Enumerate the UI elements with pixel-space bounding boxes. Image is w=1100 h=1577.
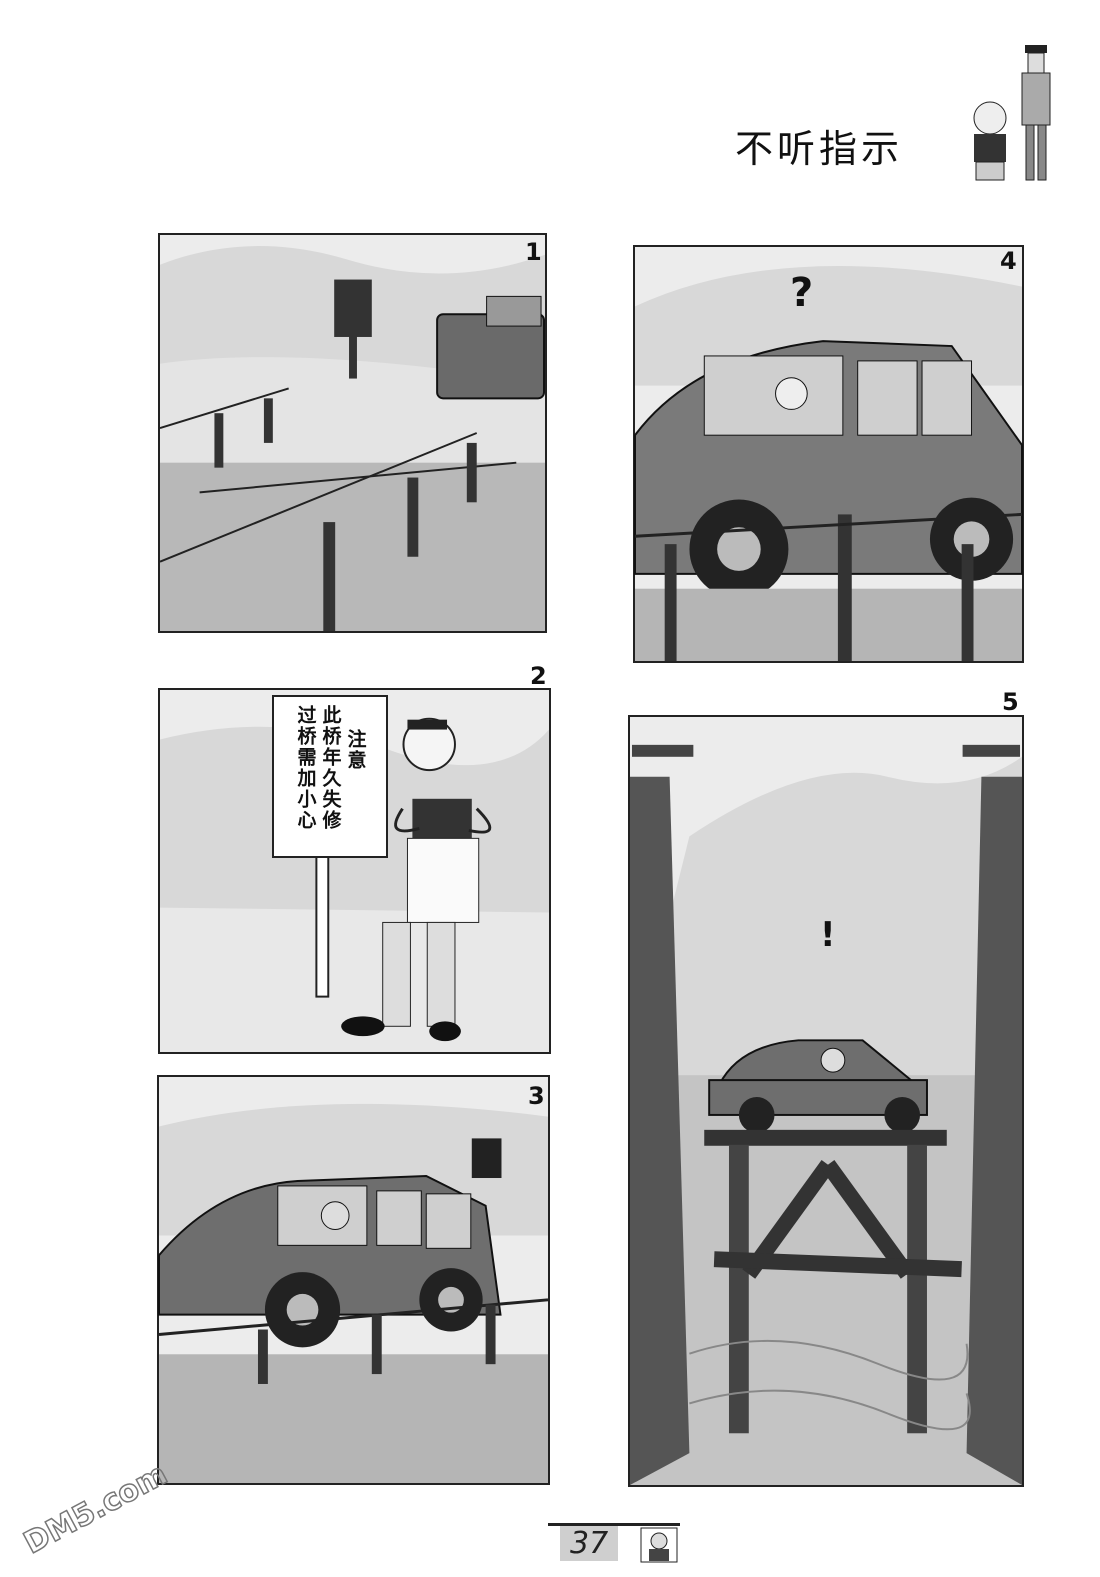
mascot-figures-icon xyxy=(973,45,1051,181)
panel-2 xyxy=(158,688,551,1054)
page-number: 37 xyxy=(560,1526,619,1561)
panel-3 xyxy=(157,1075,550,1485)
page-title: 不听指示 xyxy=(735,127,904,171)
sign-heading: 注意 xyxy=(344,729,367,771)
sign-line-1: 此桥年久失修 xyxy=(319,705,342,831)
warning-sign: 注意 此桥年久失修 过桥需加小心 xyxy=(272,695,388,858)
footer-rule xyxy=(548,1523,680,1566)
footer-face-icon xyxy=(640,1527,678,1563)
watermark-logo-icon: DM5.com xyxy=(18,1456,174,1562)
question-mark: ? xyxy=(790,270,814,316)
panel-4-number: 4 xyxy=(1000,247,1017,275)
panel-1 xyxy=(158,233,547,633)
panel-5 xyxy=(628,715,1024,1487)
sign-line-2: 过桥需加小心 xyxy=(294,705,317,831)
panel-5-number: 5 xyxy=(1002,688,1019,716)
panel-1-number: 1 xyxy=(525,238,542,266)
panel-3-number: 3 xyxy=(528,1082,545,1110)
panel-2-number: 2 xyxy=(530,662,547,690)
watermark-text: DM5.com xyxy=(18,1457,173,1561)
exclamation-mark: ! xyxy=(820,915,836,955)
panel-4 xyxy=(633,245,1024,663)
